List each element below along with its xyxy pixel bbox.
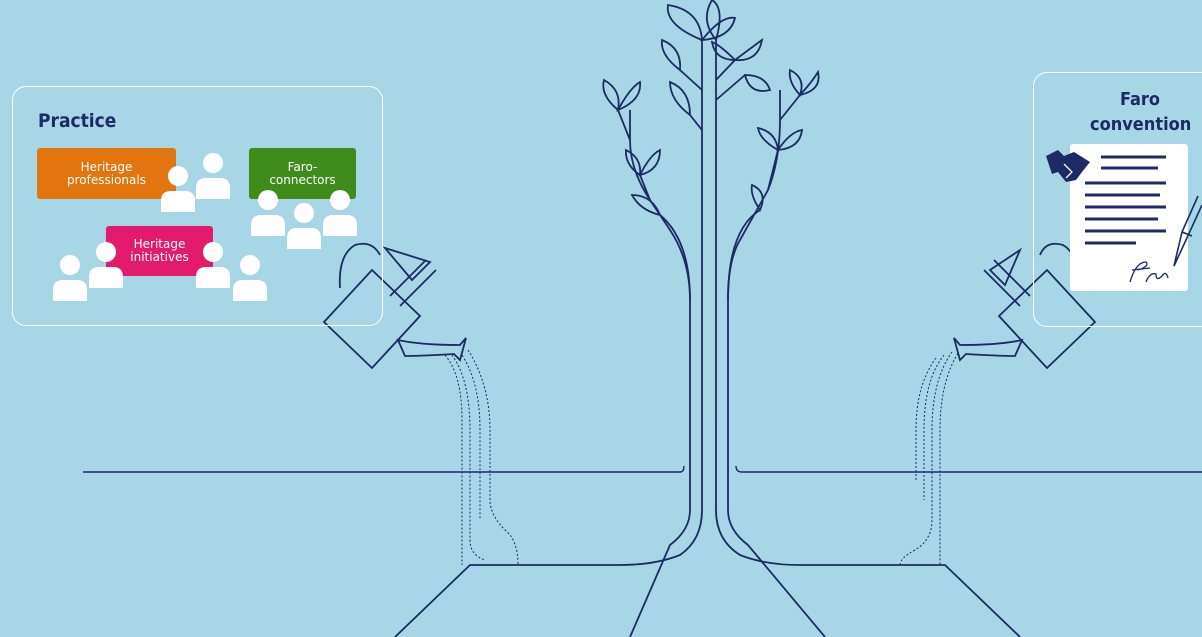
document-icon (1070, 144, 1188, 291)
